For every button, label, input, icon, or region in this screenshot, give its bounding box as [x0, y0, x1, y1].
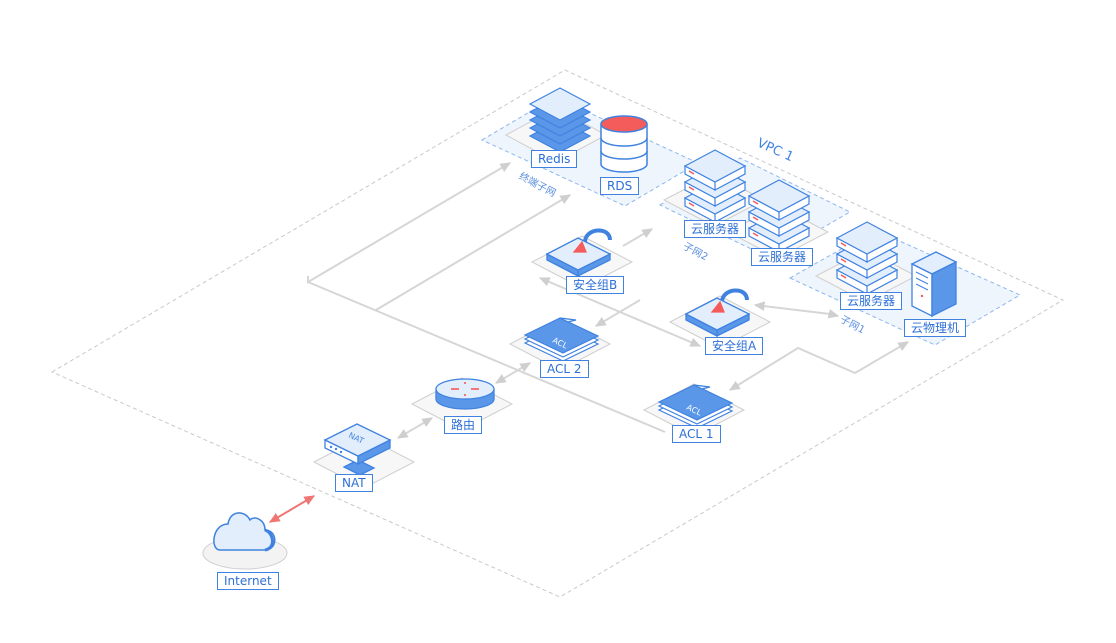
nat-label: NAT [335, 474, 373, 492]
cloud-server-3-icon [835, 221, 899, 295]
rds-icon [600, 115, 648, 173]
rds-label: RDS [600, 177, 640, 195]
connector-router-redis [307, 162, 512, 284]
connector-secb-subnet2 [622, 228, 654, 247]
security-group-b-icon [545, 228, 612, 278]
acl2-label: ACL 2 [540, 360, 589, 378]
cloud-server-3-label: 云服务器 [840, 292, 903, 310]
connector-router-acl2 [494, 362, 532, 384]
internet-icon [202, 512, 288, 570]
router-label: 路由 [444, 416, 483, 434]
cloud-server-1-label: 云服务器 [684, 220, 747, 238]
connector-acl1-physical [728, 341, 910, 391]
acl1-label: ACL 1 [672, 425, 721, 443]
acl1-icon: ACL [657, 384, 734, 429]
connector-acl2-secb [594, 299, 641, 327]
security-group-b-label: 安全组B [566, 276, 625, 294]
security-group-a-icon [684, 288, 751, 338]
cloud-server-2-icon [747, 179, 811, 253]
acl2-icon: ACL [523, 317, 600, 362]
cloud-server-1-icon [683, 149, 747, 223]
vpc-boundary [50, 69, 1065, 598]
connector-router-rds [375, 194, 572, 311]
security-group-a-label: 安全组A [705, 337, 764, 355]
physical-server-label: 云物理机 [904, 319, 967, 337]
connector-internet-nat [268, 495, 316, 523]
redis-icon [528, 87, 592, 153]
connector-nat-router [396, 417, 434, 439]
cloud-server-2-label: 云服务器 [751, 248, 814, 266]
terminal-subnet-zone [480, 96, 700, 207]
physical-server-icon [910, 251, 958, 318]
nat-icon: NAT [323, 423, 392, 476]
connections [307, 162, 910, 439]
connector-secb-acl1 [307, 281, 666, 433]
internet-label: Internet [217, 572, 279, 590]
router-icon [435, 378, 495, 410]
redis-label: Redis [531, 150, 578, 168]
connector-seca-subnet1 [753, 301, 840, 319]
